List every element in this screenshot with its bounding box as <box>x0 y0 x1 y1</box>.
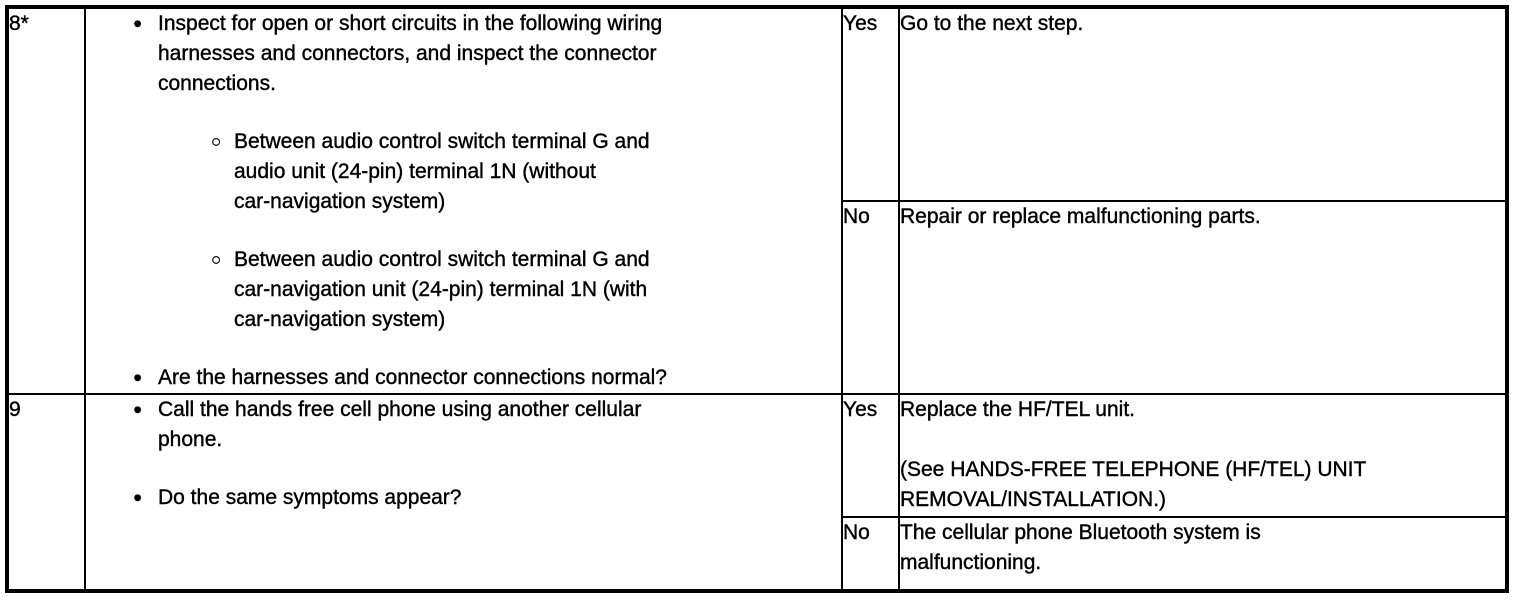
sub-list-item: ○ Between audio control switch terminal … <box>86 127 841 217</box>
bullet-icon: ● <box>133 15 143 32</box>
sub-list-item-text: Between audio control switch terminal G … <box>234 130 650 213</box>
step-number: 9 <box>9 398 21 421</box>
table-row-step-8-no: No Repair or replace malfunctioning part… <box>7 200 1508 395</box>
circle-bullet-icon: ○ <box>211 250 222 269</box>
action-text: Replace the HF/TEL unit. (See HANDS-FREE… <box>900 398 1367 511</box>
answer-cell-no: No <box>841 200 900 395</box>
table-row-step-9-yes: 9 ● Call the hands free cell phone using… <box>6 393 1508 592</box>
sub-list-item: ○ Between audio control switch terminal … <box>86 245 841 335</box>
action-cell: The cellular phone Bluetooth system is m… <box>898 516 1508 592</box>
step-number-cell: 9 <box>6 393 86 592</box>
answer-label: No <box>843 205 870 228</box>
inspection-cell: ● Call the hands free cell phone using a… <box>84 393 843 592</box>
answer-label: Yes <box>843 398 878 421</box>
bullet-icon: ● <box>133 489 143 506</box>
action-text: The cellular phone Bluetooth system is m… <box>900 521 1261 574</box>
action-text: Go to the next step. <box>900 12 1084 35</box>
list-item: ● Inspect for open or short circuits in … <box>86 9 841 99</box>
list-item: ● Are the harnesses and connector connec… <box>86 363 841 393</box>
answer-cell-yes: Yes <box>841 393 900 518</box>
action-cell: Replace the HF/TEL unit. (See HANDS-FREE… <box>898 393 1508 518</box>
bullet-icon: ● <box>133 369 143 386</box>
list-item-text: Do the same symptoms appear? <box>158 486 462 509</box>
table-row-step-8-yes: 8* ● Inspect for open or short circuits … <box>6 6 1508 395</box>
bullet-icon: ● <box>133 401 143 418</box>
inspection-cell: ● Inspect for open or short circuits in … <box>84 6 843 395</box>
answer-cell-yes: Yes <box>841 6 900 202</box>
circle-bullet-icon: ○ <box>211 132 222 151</box>
action-text: Repair or replace malfunctioning parts. <box>900 205 1261 228</box>
action-cell: Go to the next step. <box>898 6 1508 202</box>
sub-list-item-text: Between audio control switch terminal G … <box>234 248 650 331</box>
table-row-step-9-no: No The cellular phone Bluetooth system i… <box>7 516 1508 592</box>
list-item: ● Do the same symptoms appear? <box>86 483 841 513</box>
list-item: ● Call the hands free cell phone using a… <box>86 395 841 455</box>
answer-cell-no: No <box>841 516 900 592</box>
list-item-text: Are the harnesses and connector connecti… <box>158 366 667 389</box>
answer-label: Yes <box>843 12 878 35</box>
list-item-text: Call the hands free cell phone using ano… <box>158 398 642 451</box>
action-cell: Repair or replace malfunctioning parts. <box>898 200 1508 395</box>
step-number-cell: 8* <box>6 6 86 395</box>
list-item-text: Inspect for open or short circuits in th… <box>158 12 663 95</box>
step-number: 8* <box>9 12 29 35</box>
answer-label: No <box>843 521 870 544</box>
troubleshooting-table: 8* ● Inspect for open or short circuits … <box>5 5 1509 593</box>
